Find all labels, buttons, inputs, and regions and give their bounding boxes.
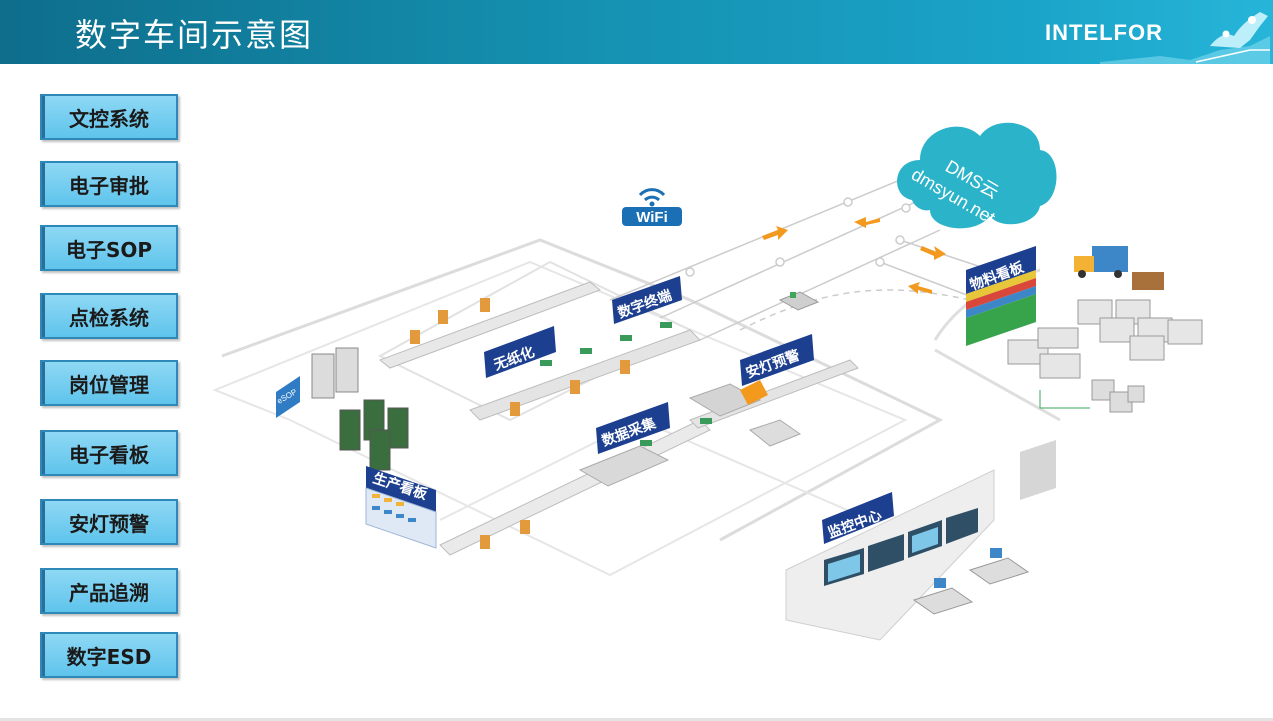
wifi-icon: WiFi <box>622 188 682 226</box>
sidebar-item-e-sop[interactable]: 电子SOP <box>40 225 178 271</box>
arrow-icon <box>920 246 946 260</box>
wifi-label: WiFi <box>636 209 668 226</box>
monitoring-room <box>785 440 1056 641</box>
machine-cluster <box>1039 379 1145 413</box>
dms-cloud-icon: DMS云 dmsyun.net <box>897 122 1057 229</box>
brand-name: INTELFOR <box>1045 20 1163 45</box>
esop-screen: eSOP <box>276 376 300 418</box>
arrow-icon <box>908 282 932 294</box>
sidebar-item-post-management[interactable]: 岗位管理 <box>40 360 178 406</box>
workshop-diagram: DMS云 dmsyun.net WiFi <box>212 122 1203 641</box>
network-nodes <box>685 197 911 277</box>
sidebar-item-digital-esd[interactable]: 数字ESD <box>40 632 178 678</box>
tag-material-board: 物料看板 <box>966 246 1036 346</box>
sidebar-item-inspection[interactable]: 点检系统 <box>40 293 178 339</box>
server-racks <box>311 347 409 471</box>
sidebar-item-traceability[interactable]: 产品追溯 <box>40 568 178 614</box>
sidebar-item-e-approval[interactable]: 电子审批 <box>40 161 178 207</box>
tag-production-board: 生产看板 <box>365 466 437 549</box>
arrow-icon <box>854 217 880 228</box>
header-bar: 数字车间示意图 INTELFOR <box>0 0 1273 64</box>
sidebar-item-document-control[interactable]: 文控系统 <box>40 94 178 140</box>
sidebar-item-e-board[interactable]: 电子看板 <box>40 430 178 476</box>
agv-robot-icon <box>778 291 820 311</box>
brand-logo-icon <box>1100 12 1270 64</box>
data-flow-arrows <box>762 217 946 294</box>
tag-paperless: 无纸化 <box>484 326 556 378</box>
sidebar-item-andon[interactable]: 安灯预警 <box>40 499 178 545</box>
warehouse-racks <box>1007 299 1203 379</box>
page-title: 数字车间示意图 <box>75 16 314 54</box>
conveyor-lines <box>378 281 859 556</box>
footer-divider <box>0 718 1273 721</box>
arrow-icon <box>762 226 788 240</box>
delivery-truck-icon <box>1074 246 1164 290</box>
